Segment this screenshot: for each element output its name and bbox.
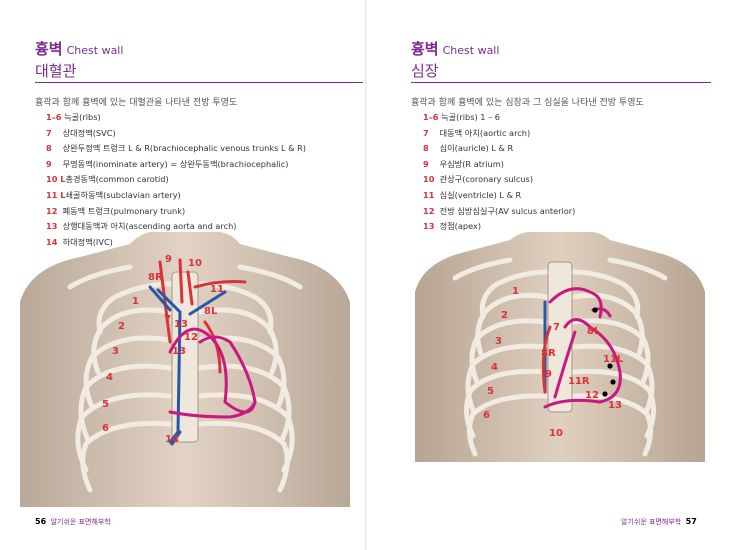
figure-legend: 1–6 늑골(ribs) 7 상대정맥(SVC) 8 상완두정맥 트렁크 L &… [46, 110, 306, 250]
chest-heart-figure: 1 2 3 4 5 6 7 8L 8R 9 11L 11R 12 13 10 [415, 232, 705, 462]
rib-label-6: 6 [102, 423, 109, 434]
legend-item: 13 정점(apex) [423, 221, 482, 232]
legend-item: 9 무명동맥(inominate artery) = 상완두동맥(brachio… [46, 158, 289, 169]
heart-outline [541, 287, 622, 409]
legend-item: 10 관상구(coronary sulcus) [423, 174, 534, 185]
page-subtitle: 대혈관 [35, 62, 77, 80]
chest-vessels-figure: 1 2 3 4 5 6 8R 9 10 11 7 13 8L 12 13 14 [20, 232, 350, 507]
legend-item: 1–6 늑골(ribs) [46, 112, 101, 122]
figure-labels: 1 2 3 4 5 6 8R 9 10 11 7 13 8L 12 13 14 [102, 254, 224, 445]
heading-rule [35, 82, 363, 83]
rib-cage [452, 257, 668, 457]
label-10: 10 [188, 258, 202, 269]
legend-item: 1–6 늑골(ribs) 1 – 6 [423, 112, 500, 122]
figure-labels: 1 2 3 4 5 6 7 8L 8R 9 11L 11R 12 13 10 [483, 286, 624, 439]
legend-item: 9 우심방(R atrium) [423, 158, 504, 169]
figure-description: 흉곽과 함께 흉벽에 있는 대혈관을 나타낸 전방 투영도 [35, 98, 238, 108]
label-8R: 8R [148, 272, 163, 283]
label-9: 9 [545, 369, 552, 380]
label-13: 13 [608, 400, 622, 411]
rib-label-6: 6 [483, 410, 490, 421]
label-13b: 13 [172, 346, 186, 357]
label-11R: 11R [568, 376, 590, 387]
legend-item: 10 L총경동맥(common carotid) [46, 174, 169, 185]
label-11: 11 [210, 284, 224, 295]
rib-label-2: 2 [501, 310, 508, 321]
rib-label-5: 5 [102, 399, 109, 410]
label-9: 9 [165, 254, 172, 265]
label-13a: 13 [174, 319, 188, 330]
legend-item: 7 대동맥 아치(aortic arch) [423, 127, 531, 138]
label-10: 10 [549, 428, 563, 439]
label-8L: 8L [204, 306, 218, 317]
legend-item: 14 하대정맥(IVC) [46, 236, 113, 247]
figure-description: 흉곽과 함께 흉벽에 있는 심장과 그 심실을 나타낸 전방 투영도 [411, 98, 644, 108]
page-subtitle: 심장 [411, 62, 439, 80]
vessels [148, 258, 257, 446]
label-8R: 8R [541, 348, 556, 359]
legend-item: 13 상행대동맥과 아치(ascending aorta and arch) [46, 221, 237, 232]
label-12: 12 [585, 390, 599, 401]
rib-label-5: 5 [487, 386, 494, 397]
rib-label-4: 4 [491, 362, 498, 373]
legend-item: 12 전방 심방심실구(AV sulcus anterior) [423, 205, 576, 216]
rib-label-1: 1 [512, 286, 519, 297]
rib-label-3: 3 [112, 346, 119, 357]
label-7: 7 [553, 322, 560, 333]
book-spine [365, 0, 367, 550]
label-14: 14 [165, 434, 179, 445]
page-footer: 56 알기쉬운 표면해부학 [35, 517, 111, 526]
legend-item: 11 L쇄골하동맥(subclavian artery) [46, 189, 181, 200]
legend-item: 11 심실(ventricle) L & R [423, 189, 522, 200]
rib-label-3: 3 [495, 336, 502, 347]
legend-item: 8 심이(auricle) L & R [423, 143, 514, 154]
figure-legend: 1–6 늑골(ribs) 1 – 6 7 대동맥 아치(aortic arch)… [423, 110, 575, 235]
label-12: 12 [184, 332, 198, 343]
page-footer: 알기쉬운 표면해부학 57 [621, 517, 697, 526]
sternum [547, 261, 573, 413]
rib-label-1: 1 [132, 296, 139, 307]
legend-item: 8 상완두정맥 트렁크 L & R(brachiocephalic venous… [46, 143, 306, 154]
label-11L: 11L [603, 354, 624, 365]
label-7: 7 [164, 314, 171, 325]
rib-label-2: 2 [118, 321, 125, 332]
label-8L: 8L [587, 326, 601, 337]
surface-markers [592, 307, 616, 397]
heading-rule [411, 82, 711, 83]
legend-item: 12 폐동맥 트렁크(pulmonary trunk) [46, 205, 186, 216]
rib-label-4: 4 [106, 372, 113, 383]
legend-item: 7 상대정맥(SVC) [46, 127, 116, 138]
